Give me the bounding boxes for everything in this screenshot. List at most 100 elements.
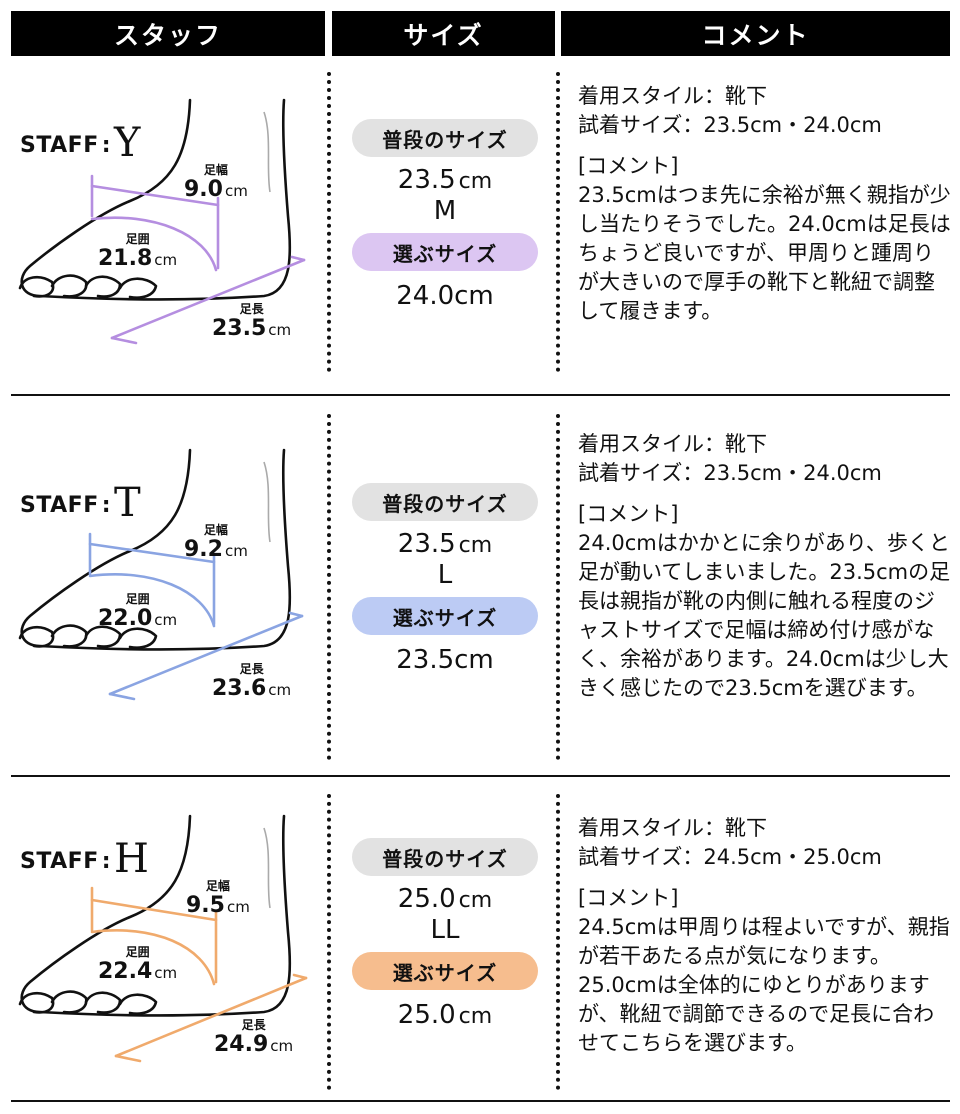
foot-length-label: 足長 xyxy=(241,1018,266,1032)
comment-text: 24.5cmは甲周りは程よいですが、親指が若干あたる点が気になります。25.0c… xyxy=(578,915,950,1055)
staff-colon: : xyxy=(101,493,112,518)
measure-lines-y xyxy=(90,174,306,345)
tried-sizes: 試着サイズ：23.5cm・24.0cm xyxy=(578,461,882,485)
chosen-size-pill: 選ぶサイズ xyxy=(352,952,538,990)
comment-tag: [コメント] xyxy=(578,886,679,910)
foot-width-value: 9.2 xyxy=(184,537,223,562)
foot-diagram-y xyxy=(18,98,306,345)
foot-width-value: 9.5 xyxy=(186,893,225,918)
foot-width-label: 足幅 xyxy=(205,879,230,893)
staff-name-h: STAFF:H xyxy=(20,836,149,882)
unit: cm xyxy=(154,964,178,982)
staff-prefix: STAFF xyxy=(20,493,99,518)
foot-diagram-t xyxy=(18,448,304,701)
header-staff: スタッフ xyxy=(11,11,325,56)
measure-lines-h xyxy=(90,886,308,1063)
unit: cm xyxy=(458,169,493,194)
usual-size-pill: 普段のサイズ xyxy=(352,119,538,157)
staff-name-t: STAFF:T xyxy=(20,480,141,526)
unit: cm xyxy=(270,1037,294,1055)
wearing-style: 着用スタイル：靴下 xyxy=(578,84,767,108)
tried-sizes: 試着サイズ：23.5cm・24.0cm xyxy=(578,113,882,137)
chosen-size-pill: 選ぶサイズ xyxy=(352,597,538,635)
dotted-divider xyxy=(556,794,560,1090)
unit: cm xyxy=(268,681,292,699)
row-divider xyxy=(11,394,950,396)
usual-size-letter: L xyxy=(437,560,453,590)
foot-girth-label: 足囲 xyxy=(125,232,150,246)
foot-length-label: 足長 xyxy=(239,302,264,316)
chosen-size-value: 24.0cm xyxy=(396,281,494,311)
foot-girth-value: 21.8 xyxy=(98,246,153,271)
unit: cm xyxy=(224,182,248,200)
comment-t: 着用スタイル：靴下 試着サイズ：23.5cm・24.0cm [コメント] 24.… xyxy=(578,430,953,703)
foot-length-value: 23.6 xyxy=(212,676,267,701)
unit: cm xyxy=(154,611,178,629)
comment-h: 着用スタイル：靴下 試着サイズ：24.5cm・25.0cm [コメント] 24.… xyxy=(578,814,953,1058)
foot-girth-value: 22.0 xyxy=(98,606,153,631)
staff-initial: T xyxy=(114,480,142,526)
staff-prefix: STAFF xyxy=(20,849,99,874)
unit: cm xyxy=(154,251,178,269)
foot-girth-value: 22.4 xyxy=(98,959,153,984)
usual-size-pill: 普段のサイズ xyxy=(352,483,538,521)
staff-prefix: STAFF xyxy=(20,133,99,158)
chosen-size-pill: 選ぶサイズ xyxy=(352,233,538,271)
usual-size-letter: M xyxy=(433,196,457,226)
staff-initial: Y xyxy=(114,120,141,166)
chosen-size-value: 23.5cm xyxy=(396,645,494,675)
wearing-style: 着用スタイル：靴下 xyxy=(578,432,767,456)
unit: cm xyxy=(458,1004,493,1029)
dotted-divider xyxy=(327,794,331,1090)
tried-sizes: 試着サイズ：24.5cm・25.0cm xyxy=(578,845,882,869)
foot-girth-label: 足囲 xyxy=(125,945,150,959)
foot-girth-label: 足囲 xyxy=(125,592,150,606)
staff-name-y: STAFF:Y xyxy=(20,120,141,166)
usual-size-number: 23.5 xyxy=(397,165,456,195)
staff-initial: H xyxy=(114,836,150,882)
row-divider xyxy=(11,1100,950,1102)
comment-y: 着用スタイル：靴下 試着サイズ：23.5cm・24.0cm [コメント] 23.… xyxy=(578,82,953,326)
foot-length-value: 23.5 xyxy=(212,316,267,341)
usual-size-number: 23.5 xyxy=(397,529,456,559)
foot-length-value: 24.9 xyxy=(214,1032,269,1057)
dotted-divider xyxy=(556,414,560,760)
foot-length-label: 足長 xyxy=(239,662,264,676)
comment-tag: [コメント] xyxy=(578,502,679,526)
staff-colon: : xyxy=(101,849,112,874)
comment-tag: [コメント] xyxy=(578,154,679,178)
usual-size-pill: 普段のサイズ xyxy=(352,838,538,876)
foot-width-label: 足幅 xyxy=(203,523,228,537)
measure-lines-t xyxy=(88,532,304,701)
dotted-divider xyxy=(327,72,331,372)
dotted-divider xyxy=(556,72,560,372)
foot-width-value: 9.0 xyxy=(184,177,223,202)
foot-width-label: 足幅 xyxy=(203,163,228,177)
header-comment: コメント xyxy=(561,11,950,56)
comment-text: 24.0cmはかかとに余りがあり、歩くと足が動いてしまいました。23.5cmの足… xyxy=(578,531,951,700)
unit: cm xyxy=(458,888,493,913)
usual-size-number: 25.0 xyxy=(397,884,456,914)
foot-diagram-h xyxy=(18,814,308,1063)
wearing-style: 着用スタイル：靴下 xyxy=(578,816,767,840)
header-size: サイズ xyxy=(332,11,555,56)
usual-size-letter: LL xyxy=(430,915,460,945)
